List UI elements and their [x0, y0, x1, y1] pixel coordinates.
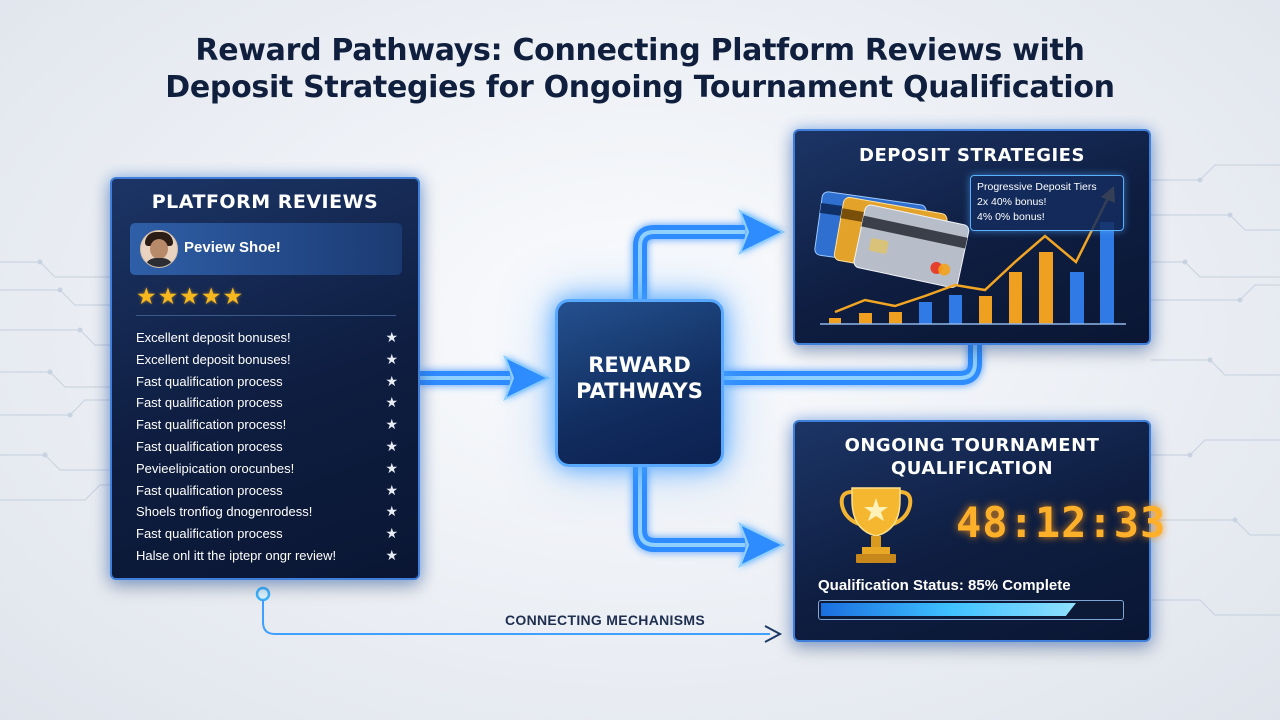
- review-text: Pevieelipication orocunbes!: [136, 460, 295, 476]
- star-icon: ★: [385, 350, 398, 367]
- list-item: Shoels tronfiog dnogenrodess! ★: [136, 501, 398, 523]
- arrow-head: [503, 354, 551, 402]
- review-text: Shoels tronfiog dnogenrodess!: [136, 504, 313, 520]
- title-line-2: Deposit Strategies for Ongoing Tournamen…: [165, 70, 1115, 105]
- review-text: Halse onl itt the iptepr ongr review!: [136, 547, 337, 563]
- star-icon: ★: [385, 546, 398, 563]
- list-item: Fast qualification process ★: [136, 480, 398, 502]
- qualification-progress-bar: [818, 600, 1124, 620]
- deposit-strategies-title: DEPOSIT STRATEGIES: [859, 145, 1085, 166]
- review-text: Fast qualification process: [136, 395, 283, 411]
- review-text: Fast qualification process: [136, 373, 283, 389]
- tier-line-2: 4% 0% bonus!: [977, 211, 1045, 223]
- connecting-mechanisms-label: CONNECTING MECHANISMS: [505, 612, 705, 628]
- arrow-deposit-to-center: [724, 345, 982, 385]
- list-item: Fast qualification process! ★: [136, 414, 398, 436]
- qualification-progress-fill: [821, 603, 1076, 616]
- star-icon: ★: [385, 372, 398, 389]
- arrow-head: [738, 521, 786, 569]
- center-label-line-2: PATHWAYS: [576, 379, 703, 403]
- progressive-deposit-tiers-box: Progressive Deposit Tiers 2x 40% bonus! …: [970, 175, 1124, 231]
- star-icon: ★: [385, 525, 398, 542]
- tier-line-1: 2x 40% bonus!: [977, 196, 1047, 208]
- review-text: Fast qualification process: [136, 526, 283, 542]
- list-item: Fast qualification process ★: [136, 523, 398, 545]
- list-item: Halse onl itt the iptepr ongr review! ★: [136, 545, 398, 567]
- tournament-title-line-1: ONGOING TOURNAMENT: [844, 435, 1100, 456]
- countdown-timer: 48:12:33: [956, 498, 1167, 547]
- review-text: Excellent deposit bonuses!: [136, 330, 291, 345]
- list-item: Fast qualification process ★: [136, 436, 398, 458]
- star-rating: ★★★★★: [136, 283, 245, 309]
- star-icon: ★: [385, 394, 398, 411]
- list-item: Pevieelipication orocunbes! ★: [136, 458, 398, 480]
- avatar: [140, 230, 178, 268]
- tournament-title-line-2: QUALIFICATION: [890, 458, 1054, 479]
- page-title: Reward Pathways: Connecting Platform Rev…: [0, 32, 1280, 106]
- review-text: Fast qualification process!: [136, 417, 287, 433]
- arrow-center-to-tournament: [633, 467, 745, 552]
- qualification-status-text: Qualification Status: 85% Complete: [818, 577, 1071, 594]
- platform-reviews-panel: PLATFORM REVIEWS Peview Shoe! ★★★★★ Exce…: [110, 177, 420, 580]
- review-text: Excellent deposit bonuses!: [136, 351, 291, 367]
- star-icon: ★: [385, 416, 398, 433]
- review-header: Peview Shoe!: [130, 223, 402, 275]
- star-icon: ★: [385, 437, 398, 454]
- arrow-center-to-deposit: [633, 225, 745, 299]
- review-list: Excellent deposit bonuses! ★ Excellent de…: [136, 327, 398, 567]
- reward-pathways-node: REWARD PATHWAYS: [555, 299, 724, 467]
- star-icon: ★: [385, 329, 398, 345]
- list-item: Fast qualification process ★: [136, 371, 398, 393]
- star-icon: ★: [385, 459, 398, 476]
- star-icon: ★: [385, 503, 398, 520]
- list-item: Excellent deposit bonuses! ★: [136, 327, 398, 349]
- title-line-1: Reward Pathways: Connecting Platform Rev…: [195, 33, 1085, 68]
- review-header-name: Peview Shoe!: [184, 239, 281, 256]
- list-item: Fast qualification process ★: [136, 392, 398, 414]
- tiers-title: Progressive Deposit Tiers: [977, 181, 1097, 193]
- star-icon: ★: [385, 481, 398, 498]
- center-label-line-1: REWARD: [588, 353, 691, 377]
- divider: [136, 315, 396, 316]
- list-item: Excellent deposit bonuses! ★: [136, 349, 398, 371]
- tournament-title: ONGOING TOURNAMENT QUALIFICATION: [795, 434, 1149, 480]
- arrow-head: [738, 208, 786, 256]
- platform-reviews-title: PLATFORM REVIEWS: [151, 191, 379, 213]
- review-text: Fast qualification process: [136, 482, 283, 498]
- review-text: Fast qualification process: [136, 438, 283, 454]
- connecting-mechanisms-line: [255, 586, 783, 643]
- deposit-strategies-panel: DEPOSIT STRATEGIES: [793, 129, 1151, 345]
